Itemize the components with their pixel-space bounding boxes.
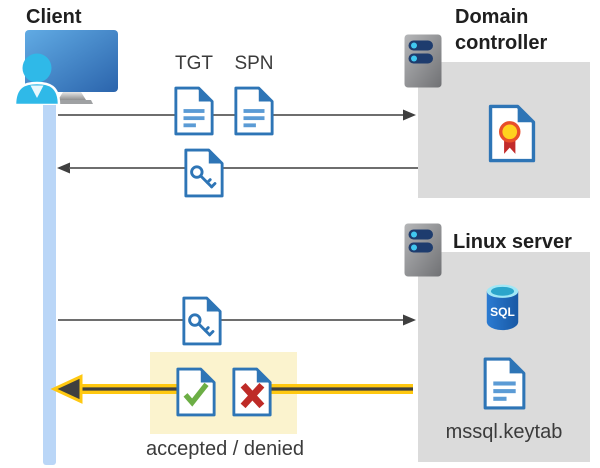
arrow-send-service-ticket xyxy=(58,314,416,326)
arrow-return-service-ticket xyxy=(57,162,418,174)
client-icon xyxy=(13,30,118,105)
client-lifeline xyxy=(43,94,56,465)
tgt-document-icon xyxy=(174,86,214,136)
keytab-label: mssql.keytab xyxy=(445,421,563,443)
sql-label: SQL xyxy=(490,305,515,319)
accepted-document-icon xyxy=(176,367,216,417)
keytab-document-icon xyxy=(483,357,526,410)
denied-document-icon xyxy=(232,367,272,417)
key-document-icon-2 xyxy=(182,296,222,346)
x-icon xyxy=(240,382,265,409)
check-icon xyxy=(183,382,209,407)
tgt-label: TGT xyxy=(175,53,213,74)
certificate-document-icon xyxy=(488,104,536,163)
domain-controller-server-icon xyxy=(404,34,442,88)
client-label: Client xyxy=(26,6,82,28)
highlight-box xyxy=(150,352,297,434)
key-document-icon xyxy=(184,148,224,198)
user-icon xyxy=(13,53,61,105)
key-icon xyxy=(190,165,217,189)
spn-label: SPN xyxy=(234,53,274,74)
domain-controller-label: Domain controller xyxy=(455,6,548,54)
result-label: accepted / denied xyxy=(146,438,304,460)
certificate-seal-icon xyxy=(499,121,521,154)
linux-server-label: Linux server xyxy=(453,231,572,253)
sql-database-icon: SQL xyxy=(486,284,519,331)
linux-server-icon xyxy=(404,223,442,277)
spn-document-icon xyxy=(234,86,274,136)
